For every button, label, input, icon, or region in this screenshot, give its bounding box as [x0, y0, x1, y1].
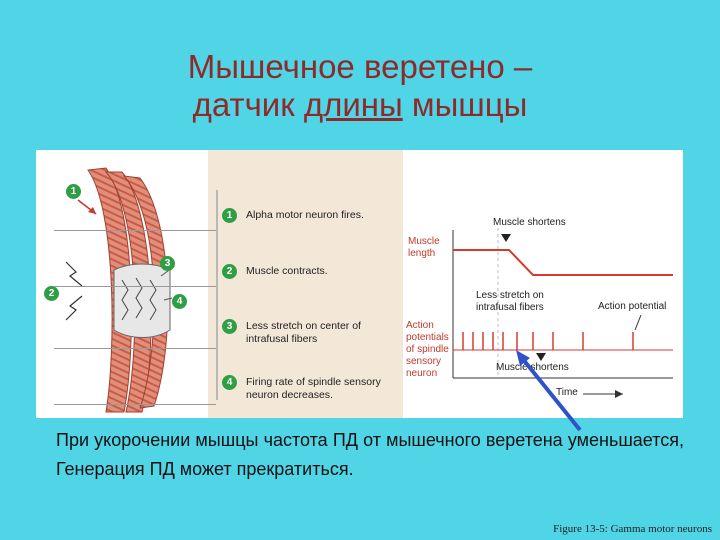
title-prefix: датчик [193, 86, 304, 123]
motor-neuron-arrow [78, 200, 96, 214]
step-divider [54, 348, 216, 349]
step-divider [54, 230, 216, 231]
action-potential-spikes [463, 332, 633, 350]
time-label: Time [556, 387, 578, 399]
step-divider [54, 404, 216, 405]
muscle-spindle-illustration [36, 150, 208, 418]
title-underlined-word: длины [304, 86, 403, 123]
slide-title-line1: Мышечное веретено – [0, 48, 720, 86]
step-number: 2 [222, 264, 237, 279]
step-text: Muscle contracts. [246, 265, 396, 278]
step-number: 3 [222, 319, 237, 334]
step-number: 1 [222, 208, 237, 223]
action-potential-label: Action potential [598, 301, 666, 313]
muscle-shortens-bottom-label: Muscle shortens [496, 362, 569, 374]
step-number: 4 [222, 375, 237, 390]
muscle-shortens-top-label: Muscle shortens [493, 217, 566, 229]
step-text: Alpha motor neuron fires. [246, 209, 396, 222]
muscle-length-label: Muscle length [408, 236, 453, 260]
figure-panel: 1 2 3 4 1 Alpha motor neuron fires. 2 Mu… [36, 150, 683, 418]
shortening-marker-bottom [536, 353, 546, 361]
body-text: При укорочении мышцы частота ПД от мышеч… [56, 426, 684, 484]
slide-title-line2: датчик длины мышцы [0, 86, 720, 124]
figure-marker-2: 2 [44, 286, 59, 301]
figure-marker-1: 1 [66, 184, 81, 199]
step-text: Less stretch on center of intrafusal fib… [246, 320, 396, 346]
figure-marker-4: 4 [172, 294, 187, 309]
shortening-marker-top [501, 234, 511, 242]
figure-marker-3: 3 [160, 256, 175, 271]
title-suffix: мышцы [403, 86, 528, 123]
contraction-arrows [66, 262, 82, 320]
time-arrowhead [615, 390, 623, 398]
step-divider [54, 286, 216, 287]
figure-caption: Figure 13-5: Gamma motor neurons [553, 523, 712, 535]
muscle-length-trace [453, 250, 673, 275]
less-stretch-label: Less stretch on intrafusal fibers [476, 290, 546, 314]
step-text: Firing rate of spindle sensory neuron de… [246, 376, 396, 402]
action-potential-pointer [635, 315, 641, 330]
steps-rail [216, 190, 218, 400]
action-potentials-label: Action potentials of spindle sensory neu… [406, 320, 456, 380]
